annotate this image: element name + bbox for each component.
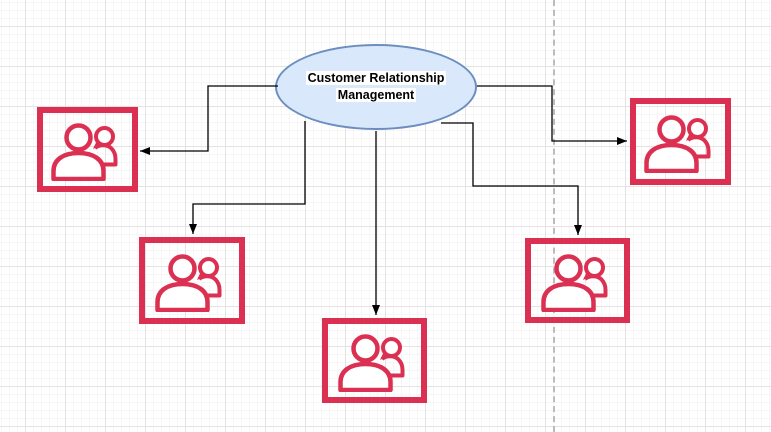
- crm-node-label-text: Customer Relationship Management: [305, 71, 447, 102]
- users-icon: [337, 334, 413, 392]
- user-group-node-bottom-center[interactable]: [322, 318, 427, 403]
- connector-central-to-mid-right[interactable]: [441, 122, 582, 235]
- users-icon: [540, 254, 616, 312]
- crm-central-node[interactable]: Customer Relationship Management: [275, 44, 477, 130]
- users-icon: [643, 115, 719, 173]
- user-group-node-top-left[interactable]: [37, 107, 138, 192]
- user-group-node-mid-left[interactable]: [139, 237, 245, 324]
- page-boundary-divider: [553, 0, 555, 432]
- connector-central-to-top-right[interactable]: [477, 85, 627, 145]
- connector-central-to-top-left[interactable]: [140, 85, 278, 155]
- users-icon: [154, 254, 230, 312]
- user-group-node-mid-right[interactable]: [525, 238, 630, 323]
- users-icon: [50, 123, 126, 181]
- connector-central-to-mid-left[interactable]: [189, 121, 306, 234]
- crm-node-label: Customer Relationship Management: [298, 70, 454, 104]
- user-group-node-top-right[interactable]: [630, 98, 731, 185]
